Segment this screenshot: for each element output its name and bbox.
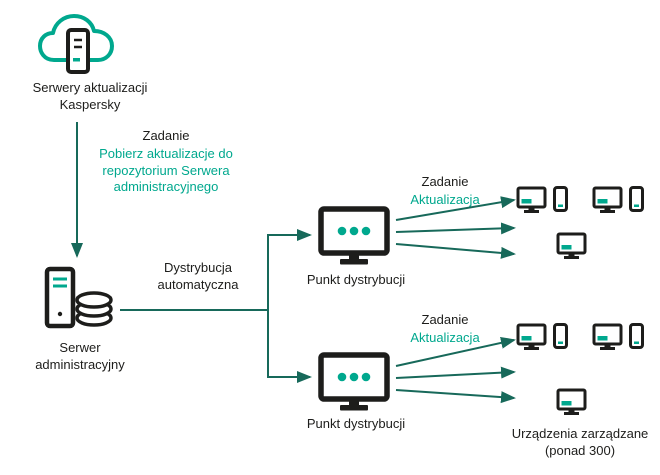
device-pair [592, 323, 644, 351]
desktop-icon [516, 323, 547, 350]
device-pair [592, 186, 644, 214]
task-update-bottom-title: Zadanie [421, 312, 469, 327]
desktop-icon [516, 186, 547, 213]
update-servers-cloud-icon [38, 14, 114, 74]
distribution-point-bottom-label: Punkt dystrybucji [306, 416, 406, 431]
task-update-top-detail: Aktualizacja [410, 192, 480, 207]
task-update-bottom-detail: Aktualizacja [410, 330, 480, 345]
task-update-top-title: Zadanie [421, 174, 469, 189]
phone-icon [553, 323, 568, 349]
managed-devices-label: Urządzenia zarządzane (ponad 300) [511, 426, 649, 458]
desktop-icon [592, 323, 623, 350]
update-servers-label: Serwery aktualizacji Kaspersky [32, 80, 148, 112]
desktop-icon [592, 186, 623, 213]
phone-icon [553, 186, 568, 212]
phone-icon [629, 186, 644, 212]
desktop-icon [556, 388, 587, 415]
phone-icon [629, 323, 644, 349]
desktop-icon [556, 232, 587, 259]
distribution-point-bottom-icon [318, 352, 390, 411]
device-pair [516, 186, 568, 214]
distribution-point-top-label: Punkt dystrybucji [306, 272, 406, 287]
admin-server-icon [44, 266, 113, 329]
distribution-label: Dystrybucja automatyczna [157, 260, 239, 292]
device-pair [516, 323, 568, 351]
task-download-title: Zadanie [142, 128, 190, 143]
task-download-detail: Pobierz aktualizacje do repozytorium Ser… [99, 146, 233, 195]
admin-server-label: Serwer administracyjny [35, 340, 125, 372]
distribution-point-top-icon [318, 206, 390, 265]
